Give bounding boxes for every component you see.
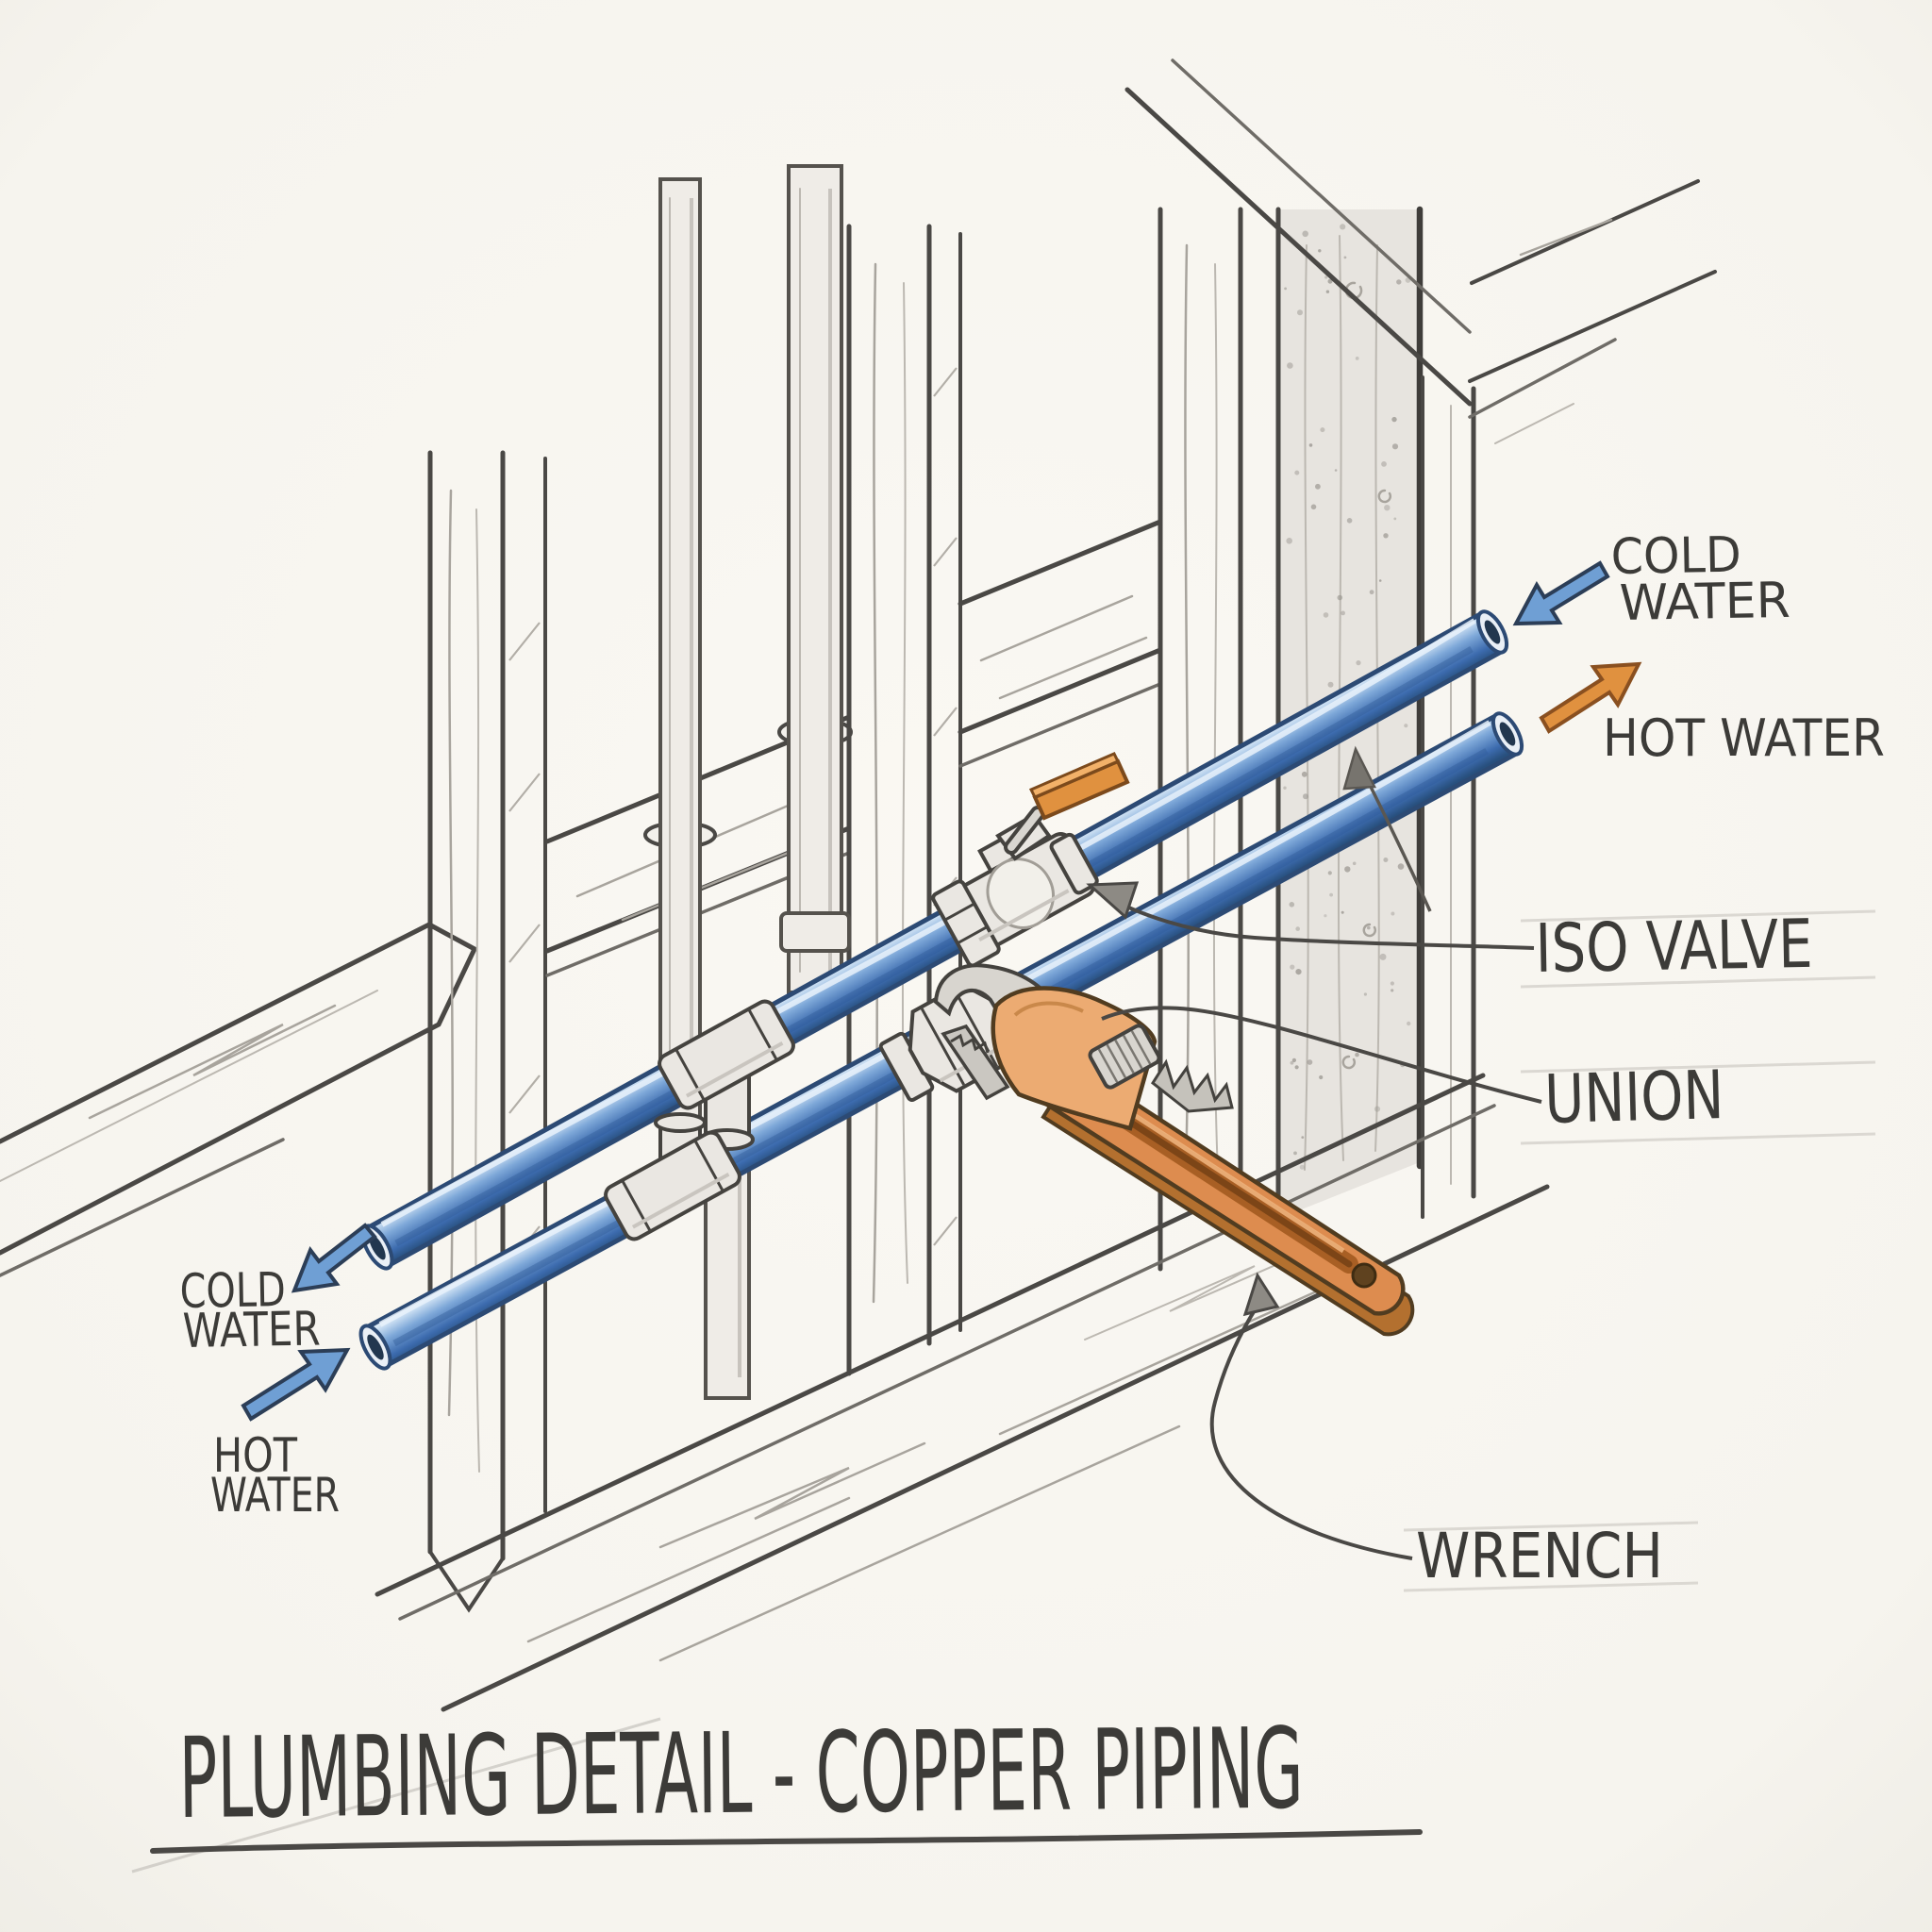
annotation-leaders [1086,745,1542,1560]
hot-tee-fitting [604,1112,741,1241]
vertical-pipe-left [658,177,702,1121]
pipe-coupling [779,911,851,953]
hot-pipe-open-end [1491,711,1524,757]
label-hot-water-bottom-line1: HOT [213,1428,297,1483]
label-cold-water-top-line1: COLD [1610,527,1741,586]
iso-ball-valve [931,752,1130,968]
label-cold-water-bottom-line1: COLD [179,1262,286,1319]
page-title: PLUMBING DETAIL - COPPER PIPING [178,1704,1304,1843]
cold-water-pipe [360,609,1509,1271]
label-cold-water-bottom-line2: WATER [182,1301,321,1358]
wrench-rack-teeth [1151,1058,1234,1113]
label-hot-water-bottom-line2: WATER [210,1468,340,1523]
valve-lever-handle[interactable] [1028,752,1130,821]
pipe-wrench[interactable] [933,963,1415,1337]
wrench-lower-jaw [941,1024,1010,1101]
leader-iso-branch [1364,776,1432,912]
blocking-left [0,922,478,1277]
label-union: UNION [1543,1056,1724,1139]
blocking-right [958,519,1163,768]
wall-stud-left [427,450,547,1613]
label-cold-water-top-line2: WATER [1619,573,1790,632]
leader-iso-valve-arrowhead [1086,881,1140,920]
leader-wrench-arrowhead [1242,1272,1280,1317]
hot-water-arrow-top [1539,661,1642,734]
title-block: PLUMBING DETAIL - COPPER PIPING [150,1704,1423,1854]
hot-pipe-open-end-left [358,1324,392,1371]
vertical-pipe-right [779,164,851,994]
leader-union [1101,1006,1542,1104]
small-up-arrowhead [1342,745,1376,791]
cold-water-arrow-top [1512,560,1610,626]
wrench-head [991,986,1158,1131]
label-iso-valve: ISO VALVE [1535,905,1813,988]
pencil-guide-rules [1403,909,1876,1592]
branch-pipes [658,164,851,1400]
leader-iso-valve [1105,894,1535,950]
label-wrench: WRENCH [1416,1520,1663,1592]
label-hot-water-top: HOT WATER [1603,708,1885,768]
hot-water-arrow-bottom [241,1347,351,1422]
wrench-adjust-knurl[interactable] [1088,1024,1161,1090]
cold-pipe-open-end [1475,609,1509,655]
leader-wrench [1209,1298,1413,1560]
title-underline [150,1829,1423,1854]
flow-arrows [241,560,1642,1422]
cold-water-arrow-bottom [291,1223,377,1293]
wall-corner-top-right [1124,58,1717,444]
wrench-hang-hole [1351,1262,1377,1289]
wall-stud-center [846,224,962,1376]
labels: COLD WATER HOT WATER ISO VALVE UNION WRE… [179,527,1885,1592]
